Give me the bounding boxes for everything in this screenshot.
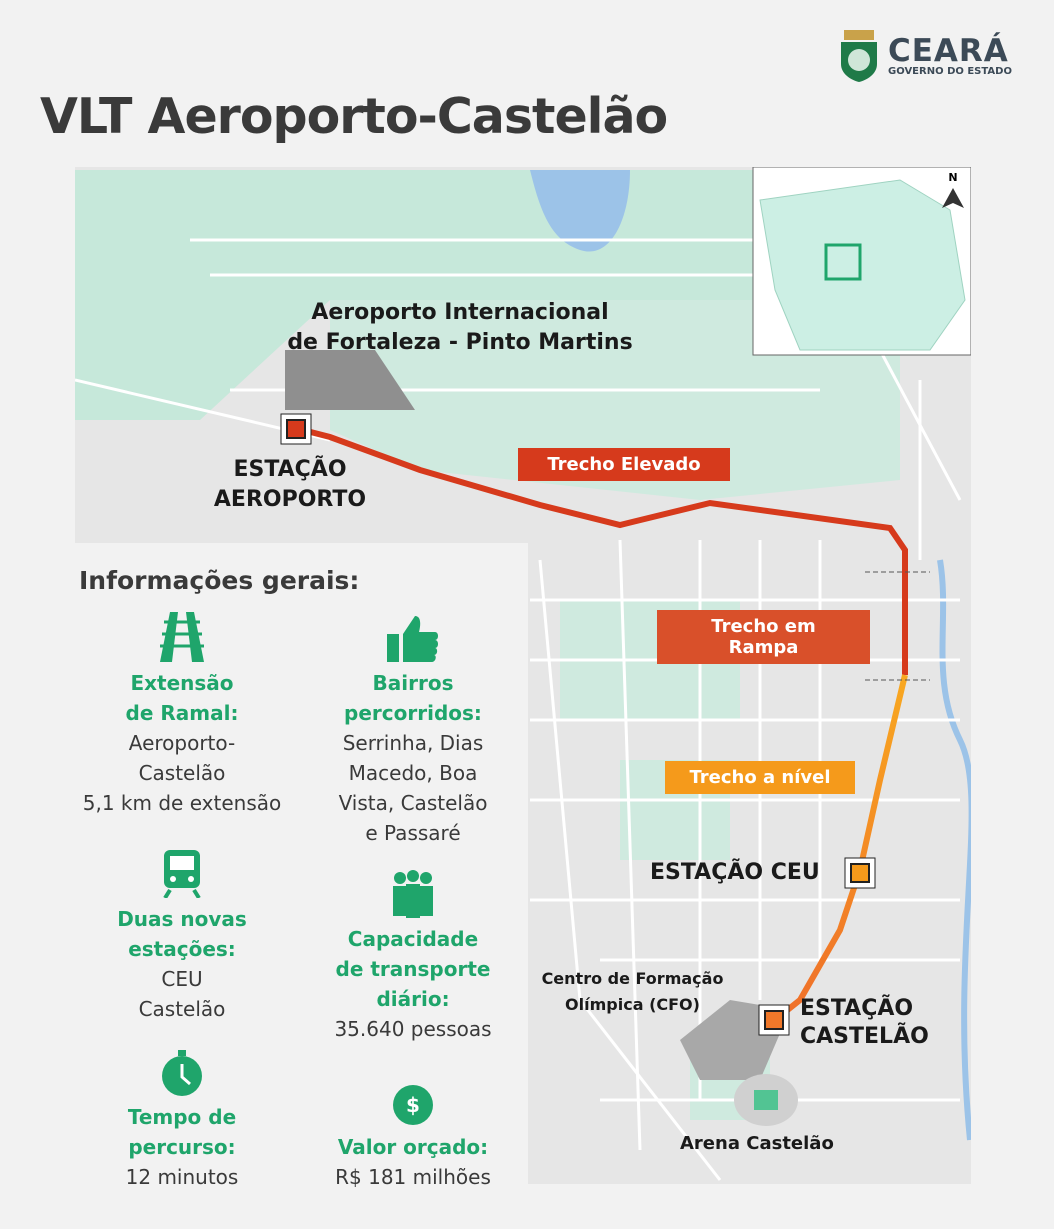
item-title: percorridos: [344, 701, 482, 725]
route-level[interactable] [773, 674, 908, 1023]
item-title: estações: [128, 937, 236, 961]
info-estacoes: Duas novas estações: CEU Castelão [82, 846, 282, 1024]
info-valor: $ Valor orçado: R$ 181 milhões [313, 1074, 513, 1192]
item-title: percurso: [128, 1135, 236, 1159]
inset-highlight [824, 243, 862, 281]
item-text: Vista, Castelão [338, 791, 488, 815]
logo-brand: CEARÁ [888, 32, 1009, 69]
info-capacidade: Capacidade de transporte diário: 35.640 pe… [313, 866, 513, 1044]
logo-subtitle: GOVERNO DO ESTADO [888, 65, 1012, 77]
item-text: Castelão [138, 997, 226, 1021]
people-icon [393, 870, 433, 918]
item-title: Duas novas [117, 907, 247, 931]
segment-divider [865, 571, 930, 681]
item-title: de transporte [335, 957, 491, 981]
rail-track-icon [160, 612, 204, 662]
item-text: e Passaré [365, 821, 461, 845]
info-heading: Informações gerais: [79, 566, 360, 595]
item-title: Capacidade [347, 927, 479, 951]
callout-trecho-nivel: Trecho a nível [665, 761, 855, 794]
callout-trecho-rampa: Trecho em Rampa [657, 610, 870, 664]
coat-of-arms-icon [841, 30, 877, 82]
item-text: 5,1 km de extensão [82, 791, 282, 815]
north-arrow-icon [942, 188, 964, 208]
station-marker-aeroporto[interactable] [280, 413, 312, 445]
item-title: Bairros [372, 671, 454, 695]
item-text: 35.640 pessoas [334, 1017, 492, 1041]
item-text: Macedo, Boa [348, 761, 478, 785]
item-title: Tempo de [127, 1105, 237, 1129]
callout-trecho-elevado: Trecho Elevado [518, 448, 730, 481]
green-area [560, 600, 770, 1120]
landmark-arena: Arena Castelão [680, 1133, 834, 1154]
svg-text:$: $ [406, 1093, 420, 1117]
info-tempo: Tempo de percurso: 12 minutos [82, 1044, 282, 1192]
lake [530, 170, 630, 252]
item-title: diário: [376, 987, 450, 1011]
station-marker-ceu[interactable] [844, 857, 876, 889]
item-title: Extensão [130, 671, 234, 695]
item-text: Aeroporto- [128, 731, 236, 755]
inset-map [752, 167, 971, 356]
item-text: Castelão [138, 761, 226, 785]
terminal-building [285, 350, 415, 410]
info-panel: Informações gerais: Extensão de Ramal: Ae… [76, 544, 528, 1189]
item-title: de Ramal: [125, 701, 239, 725]
station-marker-castelao[interactable] [758, 1004, 790, 1036]
dollar-icon: $ [393, 1085, 433, 1125]
item-text: R$ 181 milhões [335, 1165, 491, 1189]
stopwatch-icon [162, 1050, 202, 1096]
item-text: Serrinha, Dias [342, 731, 484, 755]
train-icon [163, 850, 201, 898]
river [937, 559, 971, 1141]
info-extensao: Extensão de Ramal: Aeroporto- Castelão 5,1 … [82, 610, 282, 818]
item-text: 12 minutos [125, 1165, 239, 1189]
page-title: VLT Aeroporto-Castelão [40, 88, 668, 145]
item-title: Valor orçado: [337, 1135, 489, 1159]
station-label-ceu: ESTAÇÃO CEU [650, 860, 820, 885]
arena-field [754, 1090, 778, 1110]
item-text: CEU [161, 967, 203, 991]
thumbs-up-icon [387, 616, 438, 662]
route-elevated[interactable] [294, 425, 908, 675]
north-label: N [948, 171, 957, 184]
